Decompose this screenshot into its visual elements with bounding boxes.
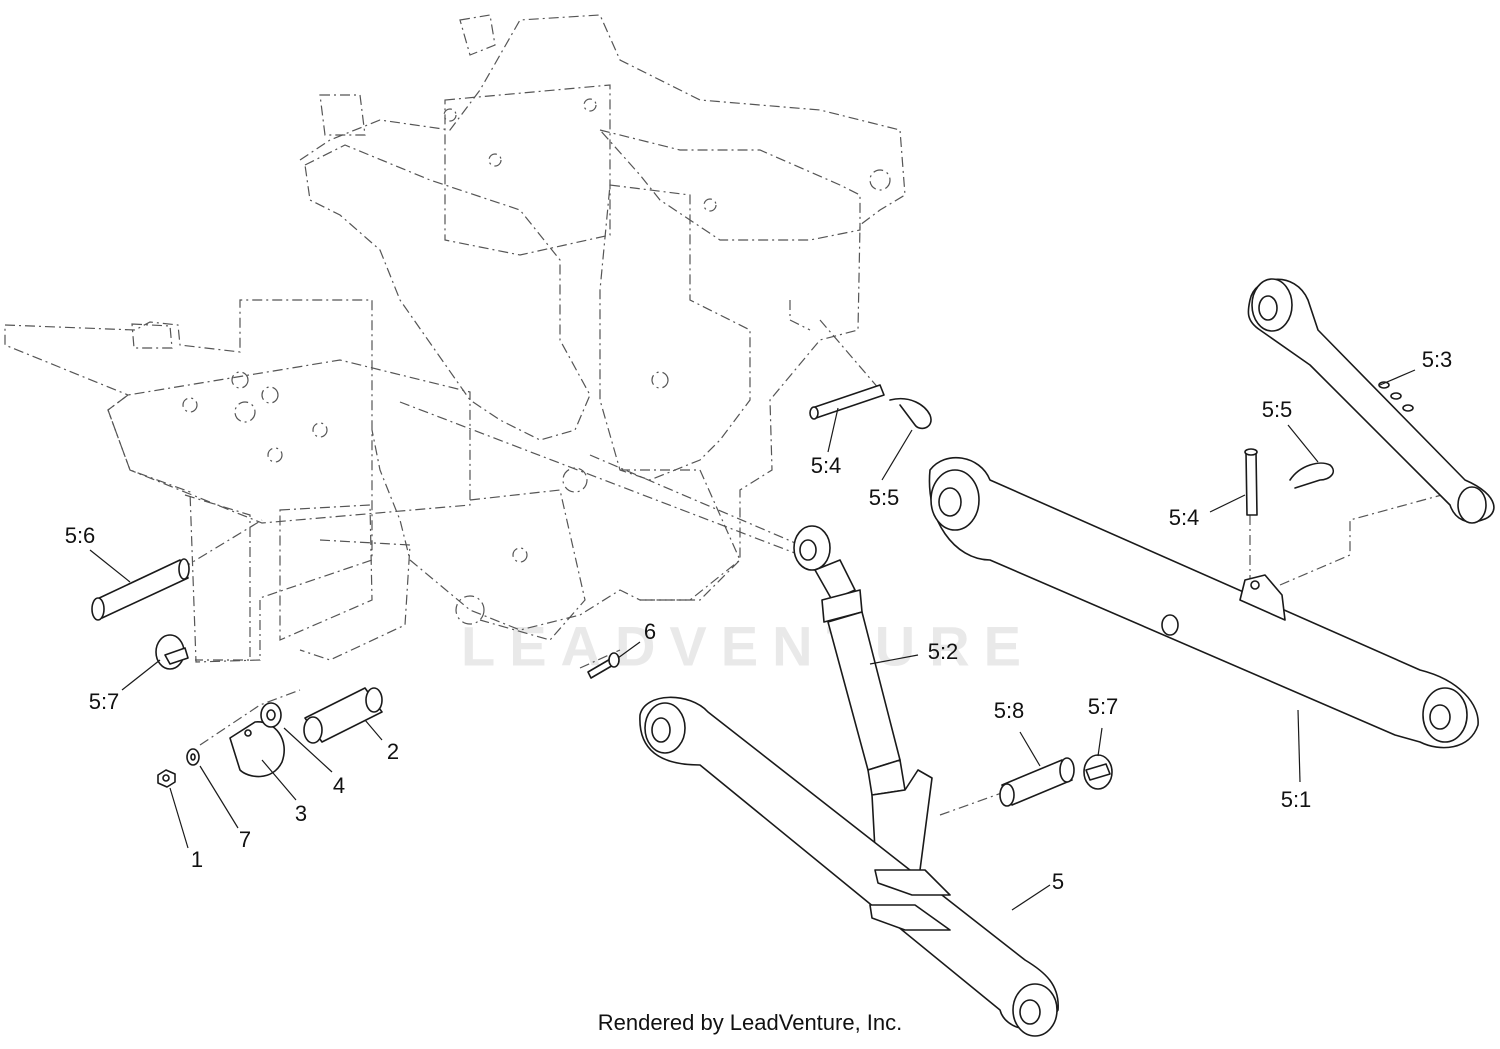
footer-credit: Rendered by LeadVenture, Inc. xyxy=(597,1010,903,1035)
alignment-lines xyxy=(129,319,1461,816)
label-7: 7 xyxy=(238,827,252,852)
clip-5-5-upper xyxy=(889,397,932,430)
lift-rod-5-3 xyxy=(1247,278,1495,524)
leader-lines xyxy=(89,369,1416,911)
label-5-8: 5:8 xyxy=(993,698,1025,723)
tractor-frame-phantom xyxy=(4,14,906,663)
pin-5-6 xyxy=(91,558,190,621)
pin-2 xyxy=(303,687,383,744)
label-1: 1 xyxy=(190,847,204,872)
label-5-4-right: 5:4 xyxy=(1168,505,1200,530)
label-4: 4 xyxy=(332,773,346,798)
label-5-7-right: 5:7 xyxy=(1087,694,1119,719)
plate-3 xyxy=(229,721,285,778)
bushing-4 xyxy=(260,702,282,728)
label-5-1: 5:1 xyxy=(1280,787,1312,812)
top-link-5-2 xyxy=(793,525,933,881)
label-5-6: 5:6 xyxy=(64,523,96,548)
linch-pin-5-7-right xyxy=(1083,754,1113,790)
pin-5-4-right xyxy=(1244,448,1258,516)
label-3: 3 xyxy=(294,801,308,826)
pin-5-4-upper xyxy=(809,384,885,420)
nut-1 xyxy=(157,769,176,788)
label-5-5-upper: 5:5 xyxy=(868,485,900,510)
label-5-7-left: 5:7 xyxy=(88,689,120,714)
label-2: 2 xyxy=(386,739,400,764)
watermark-text: LEADVENTURE xyxy=(460,614,1036,678)
label-5: 5 xyxy=(1051,869,1065,894)
clip-5-5-right xyxy=(1289,462,1335,489)
lower-link-5-1 xyxy=(928,456,1479,749)
washer-7 xyxy=(186,748,200,766)
label-5-5-right: 5:5 xyxy=(1261,397,1293,422)
label-6: 6 xyxy=(643,619,657,644)
label-5-3: 5:3 xyxy=(1421,347,1453,372)
label-5-4-upper: 5:4 xyxy=(810,453,842,478)
pin-5-8 xyxy=(999,757,1075,807)
lower-link-5 xyxy=(639,696,1059,1037)
bolt-6 xyxy=(587,652,620,679)
label-5-2: 5:2 xyxy=(927,639,959,664)
linch-pin-5-7-left xyxy=(155,634,189,670)
